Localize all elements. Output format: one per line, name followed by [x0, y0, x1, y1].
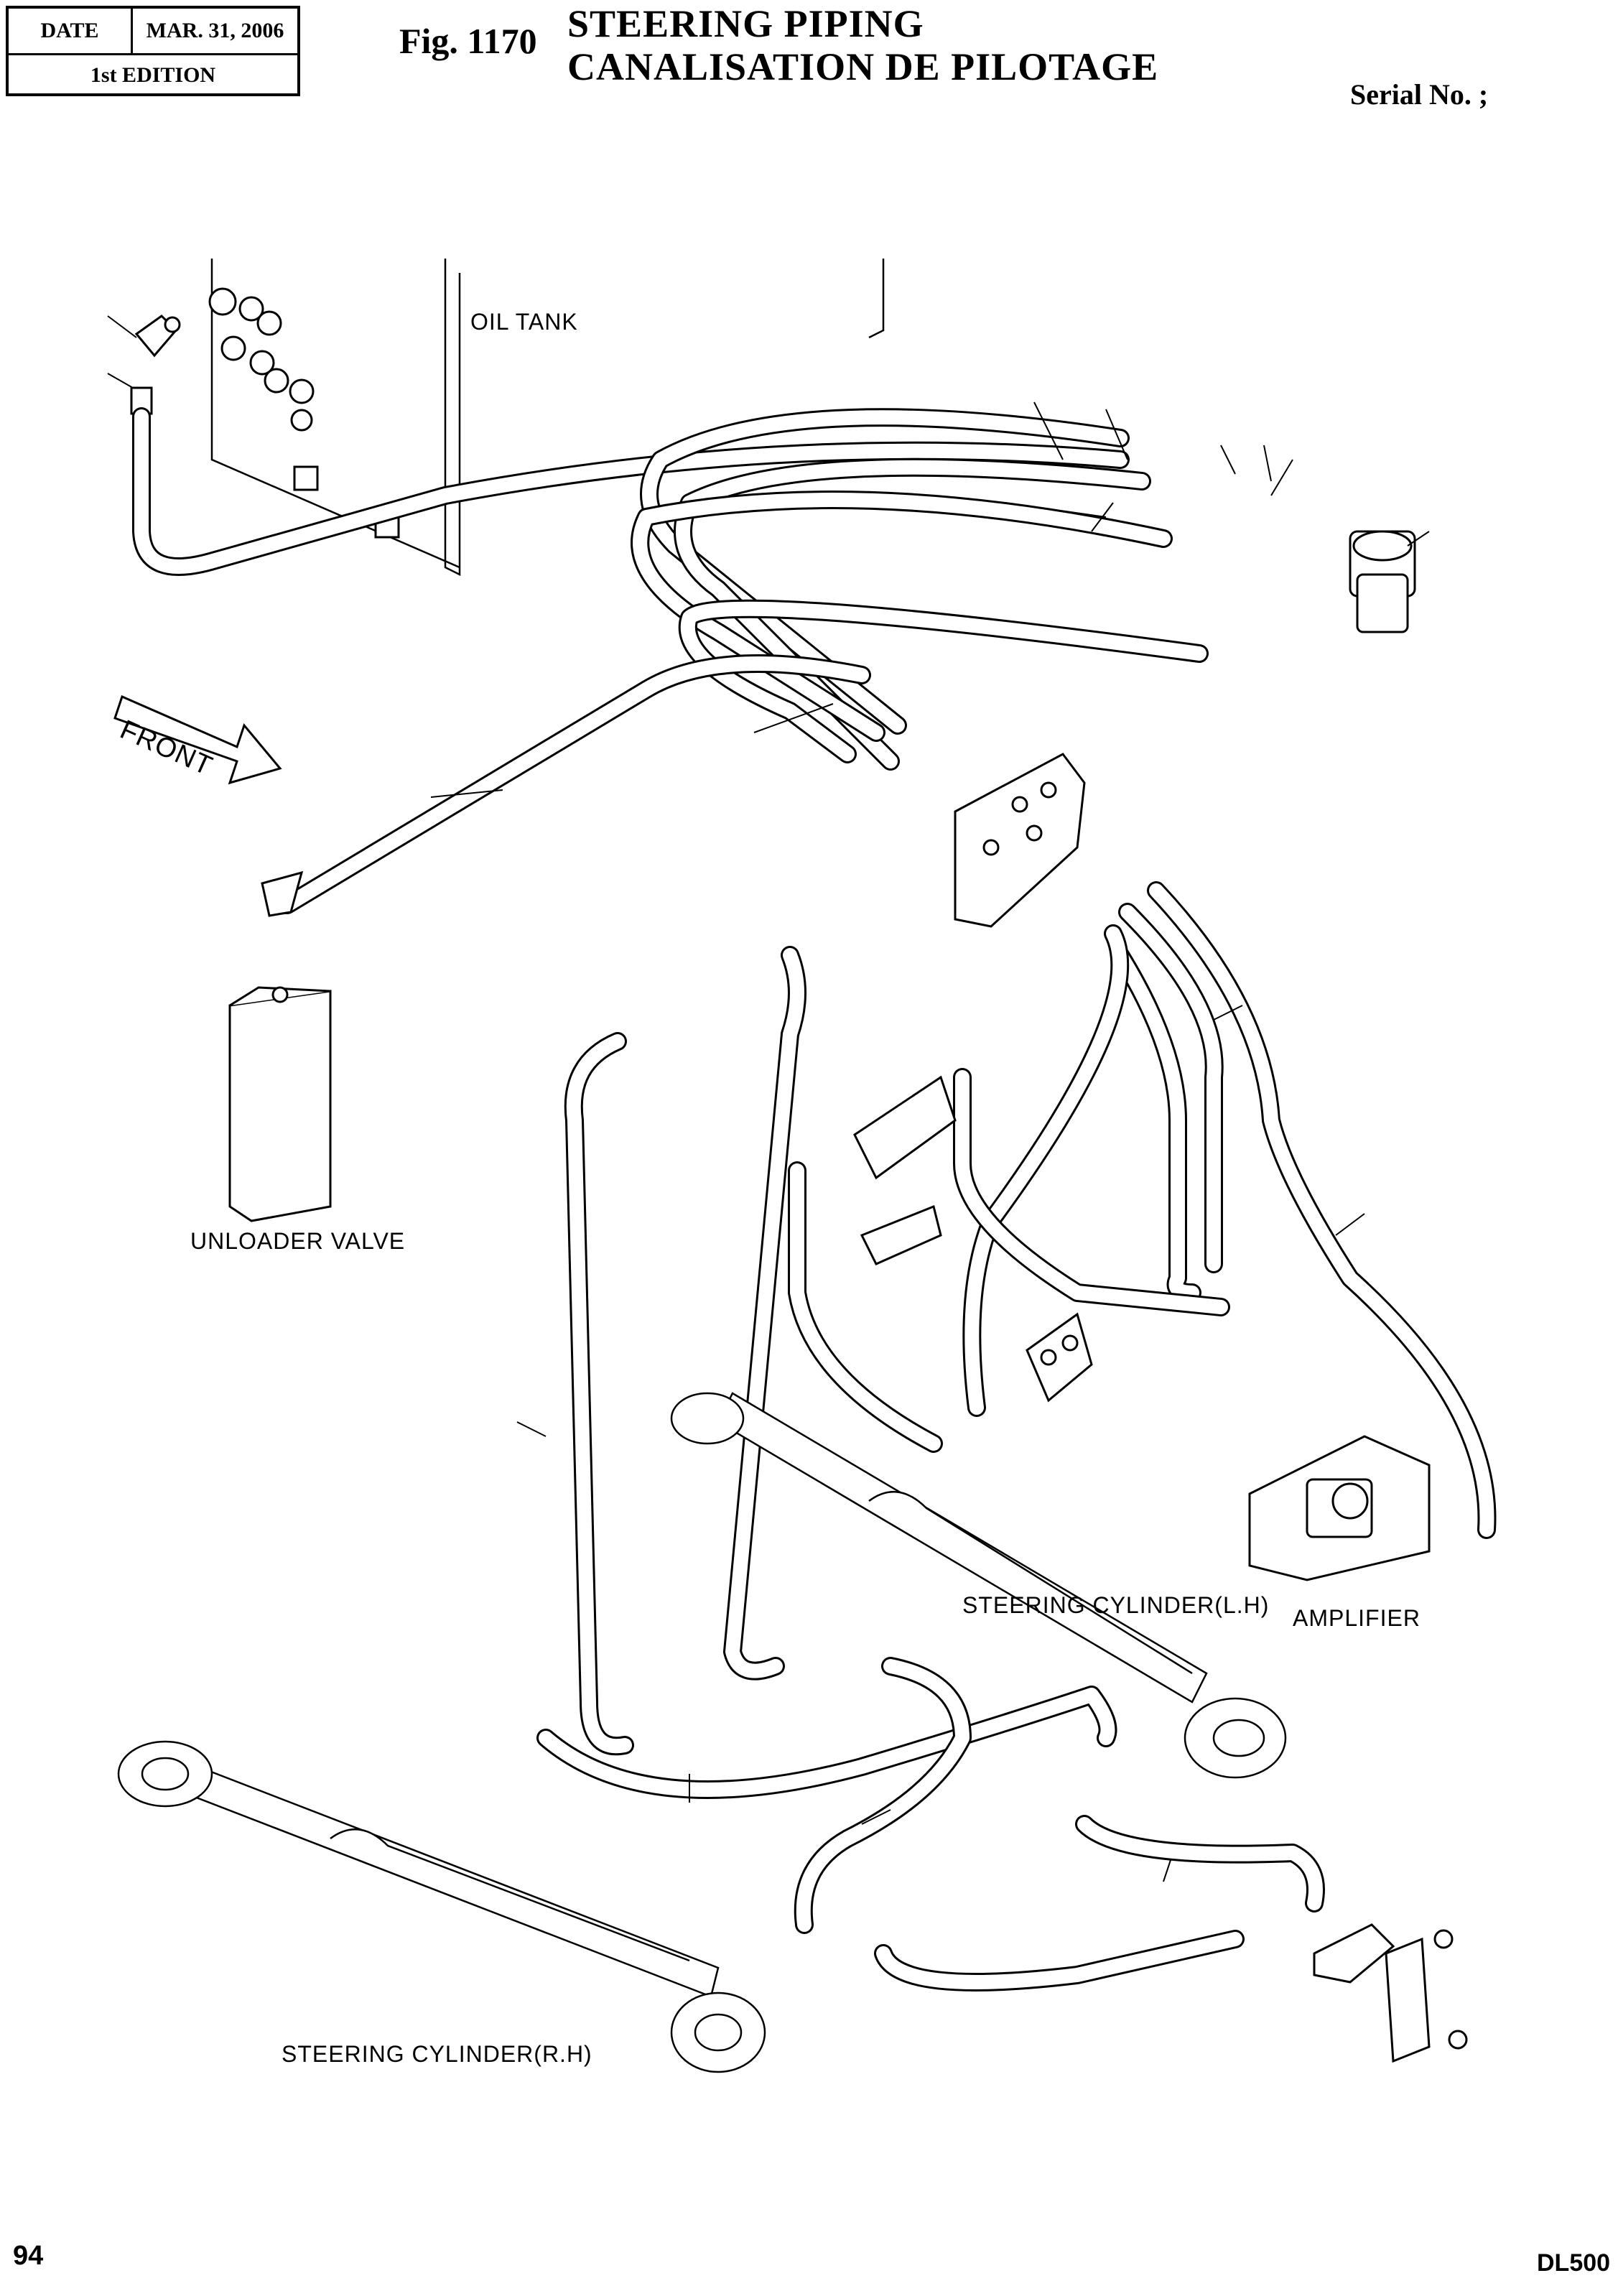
serial-number-label: Serial No. ; [1350, 78, 1489, 111]
valve-block-bracket [954, 753, 1086, 928]
title-english: STEERING PIPING [567, 2, 924, 45]
tank-elbow-fitting [130, 315, 181, 415]
title-french: CANALISATION DE PILOTAGE [567, 45, 1159, 88]
unloader-valve-label: UNLOADER VALVE [190, 1228, 406, 1254]
steering-unit-orbitrol [1349, 530, 1416, 633]
date-label: DATE [9, 9, 133, 53]
amplifier-label: AMPLIFIER [1293, 1605, 1421, 1631]
steering-cylinder-rh [117, 1740, 766, 2073]
oil-tank-label: OIL TANK [470, 309, 578, 335]
junction-block [853, 1075, 1093, 1403]
steering-cylinder-rh-label: STEERING CYLINDER(R.H) [282, 2041, 592, 2067]
edition-label: 1st EDITION [90, 62, 216, 87]
amplifier-body [1248, 1435, 1431, 1581]
model-name: DL500 [1537, 2249, 1611, 2277]
page-number: 94 [13, 2241, 44, 2271]
figure-number: Fig. 1170 [399, 21, 537, 61]
date-edition-box: DATE MAR. 31, 2006 1st EDITION [6, 6, 300, 96]
steering-cylinder-lh-label: STEERING CYLINDER(L.H) [962, 1592, 1270, 1618]
oil-tank [130, 259, 885, 577]
date-value: MAR. 31, 2006 [146, 19, 284, 42]
steering-cylinder-lh [670, 1392, 1287, 1779]
tank-ports [208, 287, 315, 432]
unloader-valve-body [228, 870, 332, 1222]
hose-lines [132, 407, 1497, 1991]
relief-valve-bracket [1313, 1923, 1468, 2063]
front-arrow [113, 694, 282, 785]
date-row: DATE MAR. 31, 2006 [9, 9, 297, 55]
leader-lines [107, 315, 1430, 1882]
